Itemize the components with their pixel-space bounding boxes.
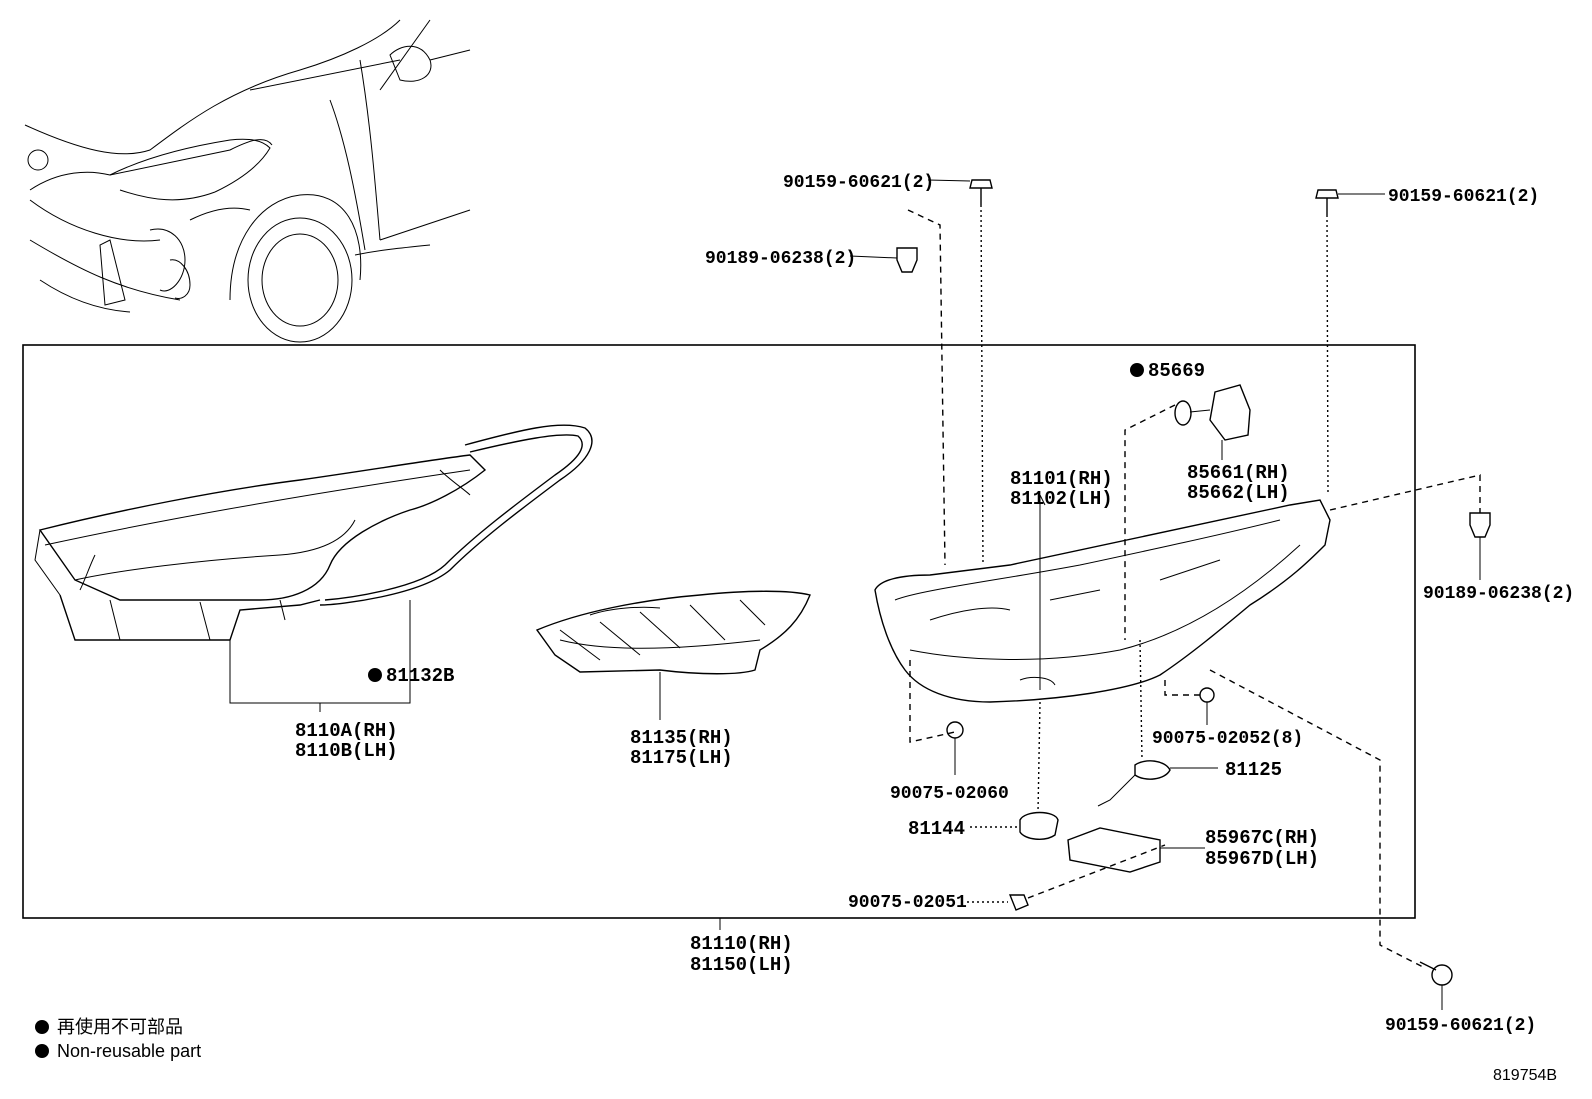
label-90189-right: 90189-06238(2) (1423, 584, 1574, 604)
label-8110a: 8110A(RH) (295, 720, 398, 742)
label-81135: 81135(RH) (630, 727, 733, 749)
non-reusable-dot-81132b (368, 668, 382, 682)
label-90189-top: 90189-06238(2) (705, 249, 856, 269)
housing-drawing (874, 495, 1331, 703)
label-85661: 85661(RH) (1187, 462, 1290, 484)
label-90075-02060: 90075-02060 (890, 784, 1009, 804)
label-81102: 81102(LH) (1010, 488, 1113, 510)
legend-dot-jp (35, 1020, 49, 1034)
label-90159-right: 90159-60621(2) (1388, 187, 1539, 207)
leader-lines (719, 179, 1481, 1010)
label-90075-02051: 90075-02051 (848, 893, 967, 913)
part-labels: 90159-60621(2) 90159-60621(2) 90159-6062… (295, 173, 1574, 1036)
legend-en: Non-reusable part (57, 1041, 201, 1061)
label-85967d: 85967D(LH) (1205, 848, 1319, 870)
label-81101: 81101(RH) (1010, 468, 1113, 490)
assembly-frame (22, 344, 1416, 919)
legend-dot-en (35, 1044, 49, 1058)
vehicle-front-illustration (24, 19, 471, 343)
label-81150: 81150(LH) (690, 954, 793, 976)
non-reusable-dot-85669 (1130, 363, 1144, 377)
label-90159-bottom: 90159-60621(2) (1385, 1016, 1536, 1036)
reflector-insert-drawing (535, 590, 811, 720)
label-85669: 85669 (1148, 360, 1205, 382)
small-parts-drawings (896, 179, 1491, 986)
legend-jp: 再使用不可部品 (57, 1017, 183, 1037)
label-90159-top: 90159-60621(2) (783, 173, 934, 193)
headlamp-unit-drawing (34, 424, 593, 712)
legend: 再使用不可部品 Non-reusable part (35, 1017, 201, 1061)
label-90075-02052: 90075-02052(8) (1152, 729, 1303, 749)
label-81110: 81110(RH) (690, 933, 793, 955)
label-81132b: 81132B (386, 665, 454, 687)
label-85662: 85662(LH) (1187, 482, 1290, 504)
label-81125: 81125 (1225, 759, 1282, 781)
figure-id: 819754B (1493, 1067, 1557, 1084)
label-81175: 81175(LH) (630, 747, 733, 769)
label-81144: 81144 (908, 818, 965, 840)
label-85967c: 85967C(RH) (1205, 827, 1319, 849)
label-8110b: 8110B(LH) (295, 740, 398, 762)
